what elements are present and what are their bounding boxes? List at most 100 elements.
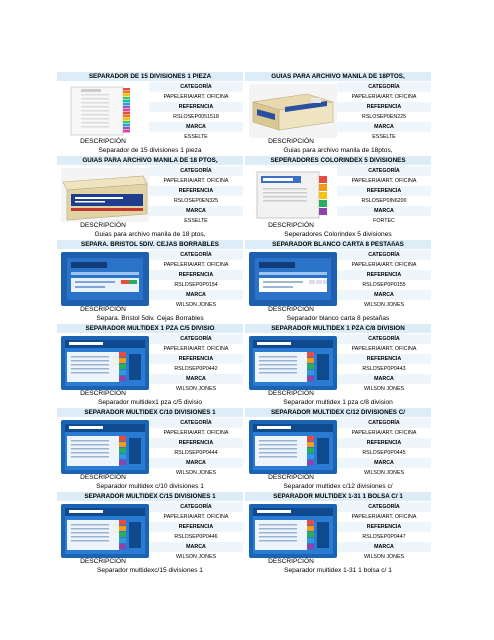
product-title: SEPARA. BRISTOL 5DIV. CEJAS BORRABLES <box>57 240 243 249</box>
product-fields: CATEGORÍA PAPELERIA/ART. OFICINA REFEREN… <box>149 418 243 478</box>
marca-label: MARCA <box>149 542 243 552</box>
product-card: SEPARA. BRISTOL 5DIV. CEJAS BORRABLES CA… <box>57 240 243 324</box>
descripcion-text: Guias para archivo manila de 18ptos, <box>283 147 393 154</box>
descripcion-label: DESCRIPCIÓN <box>80 558 126 565</box>
marca-label: MARCA <box>149 458 243 468</box>
categoria-label: CATEGORÍA <box>337 334 431 344</box>
categoria-label: CATEGORÍA <box>149 250 243 260</box>
product-card: SEPARADOR BLANCO CARTA 8 PESTAñAS CATEGO… <box>245 240 431 324</box>
product-card: GUIAS PARA ARCHIVO MANILA DE 18PTOS, CAT… <box>245 72 431 156</box>
referencia-value: RSLOSEP0P0443 <box>362 366 406 372</box>
categoria-value: PAPELERIA/ART. OFICINA <box>163 262 229 268</box>
product-title: SEPARADOR MULTIDEX C/15 DIVISIONES 1 <box>57 492 243 501</box>
categoria-value: PAPELERIA/ART. OFICINA <box>351 178 417 184</box>
descripcion-label: DESCRIPCIÓN <box>268 558 314 565</box>
referencia-label: REFERENCIA <box>149 186 243 196</box>
marca-label: MARCA <box>337 206 431 216</box>
marca-value: WILSON JONES <box>175 302 217 308</box>
categoria-value: PAPELERIA/ART. OFICINA <box>351 346 417 352</box>
product-title: SEPARADOR MULTIDEX C/10 DIVISIONES 1 <box>57 408 243 417</box>
marca-value: WILSON JONES <box>363 470 405 476</box>
categoria-label: CATEGORÍA <box>337 502 431 512</box>
product-image <box>249 336 337 390</box>
descripcion-label: DESCRIPCIÓN <box>268 306 314 313</box>
product-image <box>249 84 337 138</box>
product-image <box>61 504 149 558</box>
referencia-value: RSLOSEP0P0447 <box>362 534 406 540</box>
marca-value: WILSON JONES <box>175 386 217 392</box>
marca-value: WILSON JONES <box>175 470 217 476</box>
referencia-value: RSLOSEP0P0446 <box>174 534 218 540</box>
product-fields: CATEGORÍA PAPELERIA/ART. OFICINA REFEREN… <box>149 166 243 226</box>
categoria-value: PAPELERIA/ART. OFICINA <box>351 262 417 268</box>
product-fields: CATEGORÍA PAPELERIA/ART. OFICINA REFEREN… <box>337 418 431 478</box>
product-row: SEPARADOR MULTIDEX C/10 DIVISIONES 1 CAT… <box>57 408 431 492</box>
product-fields: CATEGORÍA PAPELERIA/ART. OFICINA REFEREN… <box>149 250 243 310</box>
product-title: SEPARADOR MULTIDEX 1-31 1 BOLSA C/ 1 <box>245 492 431 501</box>
referencia-label: REFERENCIA <box>149 522 243 532</box>
marca-label: MARCA <box>149 290 243 300</box>
referencia-value: RSLOSEP0P0444 <box>174 450 218 456</box>
product-card: SEPARADOR MULTIDEX 1 PZA C/5 DIVISIO CAT… <box>57 324 243 408</box>
categoria-value: PAPELERIA/ART. OFICINA <box>163 514 229 520</box>
marca-label: MARCA <box>337 290 431 300</box>
referencia-label: REFERENCIA <box>149 438 243 448</box>
descripcion-text: Separador de 15 divisiones 1 pieza <box>98 147 202 154</box>
product-image <box>61 84 149 138</box>
descripcion-label: DESCRIPCIÓN <box>80 222 126 229</box>
marca-value: WILSON JONES <box>363 302 405 308</box>
categoria-label: CATEGORÍA <box>337 418 431 428</box>
product-fields: CATEGORÍA PAPELERIA/ART. OFICINA REFEREN… <box>337 502 431 562</box>
referencia-label: REFERENCIA <box>337 438 431 448</box>
product-title: SEPARADOR MULTIDEX 1 PZA C/8 DIVISION <box>245 324 431 333</box>
referencia-value: RSLOSEP0051518 <box>173 114 219 120</box>
product-catalog-grid: SEPARADOR DE 15 DIVISIONES 1 PIEZA CATEG… <box>57 72 431 576</box>
descripcion-text: Separa. Bristol 5div. Cejas Borrables <box>96 315 204 322</box>
marca-label: MARCA <box>337 122 431 132</box>
product-row: GUIAS PARA ARCHIVO MANILA DE 18 PTOS, CA… <box>57 156 431 240</box>
categoria-label: CATEGORÍA <box>149 82 243 92</box>
descripcion-text: Separador blanco carta 8 pestañas <box>286 315 390 322</box>
marca-value: ESSELTE <box>184 134 208 140</box>
product-row: SEPARADOR MULTIDEX C/15 DIVISIONES 1 CAT… <box>57 492 431 576</box>
product-image <box>61 420 149 474</box>
categoria-label: CATEGORÍA <box>337 250 431 260</box>
categoria-value: PAPELERIA/ART. OFICINA <box>163 346 229 352</box>
referencia-label: REFERENCIA <box>337 186 431 196</box>
descripcion-text: Seperadores Colorindex 5 divisiones <box>284 231 392 238</box>
marca-label: MARCA <box>337 458 431 468</box>
descripcion-text: Separador multidex 1 pza c/8 division <box>283 399 393 406</box>
descripcion-label: DESCRIPCIÓN <box>268 138 314 145</box>
product-card: SEPARADOR MULTIDEX 1 PZA C/8 DIVISION CA… <box>245 324 431 408</box>
descripcion-label: DESCRIPCIÓN <box>80 306 126 313</box>
referencia-label: REFERENCIA <box>149 102 243 112</box>
descripcion-text: Separador multidex c/12 divisiones c/ <box>283 483 393 490</box>
product-title: SEPARADOR MULTIDEX 1 PZA C/5 DIVISIO <box>57 324 243 333</box>
categoria-value: PAPELERIA/ART. OFICINA <box>351 514 417 520</box>
product-row: SEPARADOR MULTIDEX 1 PZA C/5 DIVISIO CAT… <box>57 324 431 408</box>
product-fields: CATEGORÍA PAPELERIA/ART. OFICINA REFEREN… <box>337 334 431 394</box>
categoria-label: CATEGORÍA <box>149 334 243 344</box>
descripcion-label: DESCRIPCIÓN <box>268 222 314 229</box>
referencia-label: REFERENCIA <box>149 270 243 280</box>
product-image <box>249 168 337 222</box>
product-image <box>61 252 149 306</box>
referencia-value: RSLOSEP0P0154 <box>174 282 218 288</box>
product-image <box>249 504 337 558</box>
categoria-value: PAPELERIA/ART. OFICINA <box>163 178 229 184</box>
product-card: SEPARADOR MULTIDEX C/10 DIVISIONES 1 CAT… <box>57 408 243 492</box>
marca-label: MARCA <box>337 542 431 552</box>
product-title: SEPARADOR MULTIDEX C/12 DIVISIONES C/ <box>245 408 431 417</box>
referencia-value: RSLOSEP0IN6200 <box>361 198 407 204</box>
marca-label: MARCA <box>337 374 431 384</box>
marca-value: WILSON JONES <box>175 554 217 560</box>
product-fields: CATEGORÍA PAPELERIA/ART. OFICINA REFEREN… <box>337 250 431 310</box>
product-image <box>249 420 337 474</box>
product-image <box>61 336 149 390</box>
categoria-label: CATEGORÍA <box>149 418 243 428</box>
marca-label: MARCA <box>149 206 243 216</box>
product-fields: CATEGORÍA PAPELERIA/ART. OFICINA REFEREN… <box>149 82 243 142</box>
product-fields: CATEGORÍA PAPELERIA/ART. OFICINA REFEREN… <box>337 82 431 142</box>
marca-value: WILSON JONES <box>363 554 405 560</box>
descripcion-text: Separador multidexc/15 divisiones 1 <box>97 567 203 574</box>
